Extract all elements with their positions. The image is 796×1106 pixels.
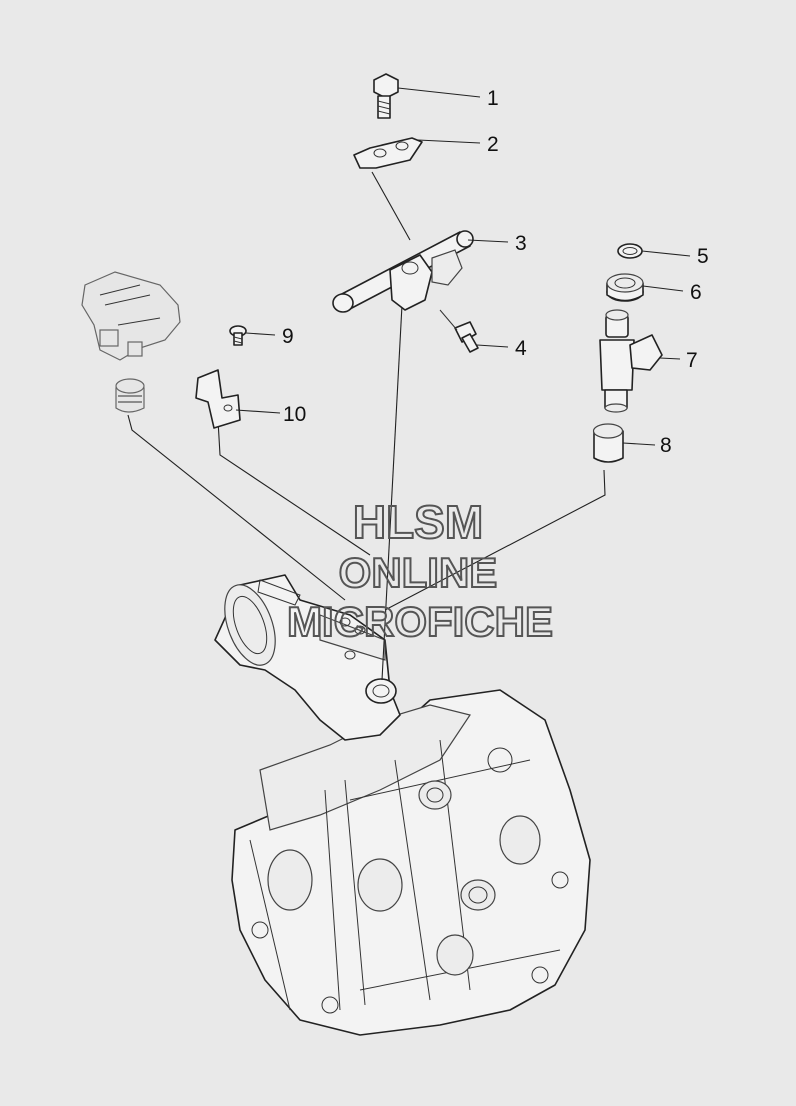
part-4-screw <box>439 309 479 353</box>
callout-7: 7 <box>686 349 698 372</box>
intake-manifold <box>214 574 401 741</box>
watermark-line-2: ONLINE <box>339 549 498 596</box>
part-8-spacer <box>592 423 624 463</box>
callout-2: 2 <box>487 133 499 156</box>
watermark-line-3: MICROFICHE <box>287 598 553 645</box>
part-6-seal <box>606 273 644 302</box>
callout-8: 8 <box>660 434 672 457</box>
callout-6: 6 <box>690 281 702 304</box>
ghost-plug <box>115 378 145 413</box>
part-2-bracket <box>353 137 423 169</box>
callout-5: 5 <box>697 245 709 268</box>
callout-leaders <box>235 87 691 446</box>
watermark: HLSM ONLINE MICROFICHE <box>286 495 554 646</box>
callout-3: 3 <box>515 232 527 255</box>
part-3-fuel-rail <box>332 230 474 313</box>
cylinder-head <box>231 689 591 1036</box>
ghost-sensor <box>81 271 181 361</box>
callout-labels: 1 2 3 4 5 6 7 8 9 10 <box>282 87 709 457</box>
assembly-lines <box>127 171 606 681</box>
part-9-screw <box>229 325 247 346</box>
part-5-o-ring <box>617 243 643 259</box>
part-10-clip <box>195 369 241 429</box>
callout-4: 4 <box>515 337 527 360</box>
part-1-bolt <box>373 73 399 119</box>
callout-9: 9 <box>282 325 294 348</box>
part-7-fuel-injector <box>599 309 663 413</box>
watermark-line-1: HLSM <box>353 496 483 548</box>
callout-1: 1 <box>487 87 499 110</box>
callout-10: 10 <box>283 403 306 426</box>
